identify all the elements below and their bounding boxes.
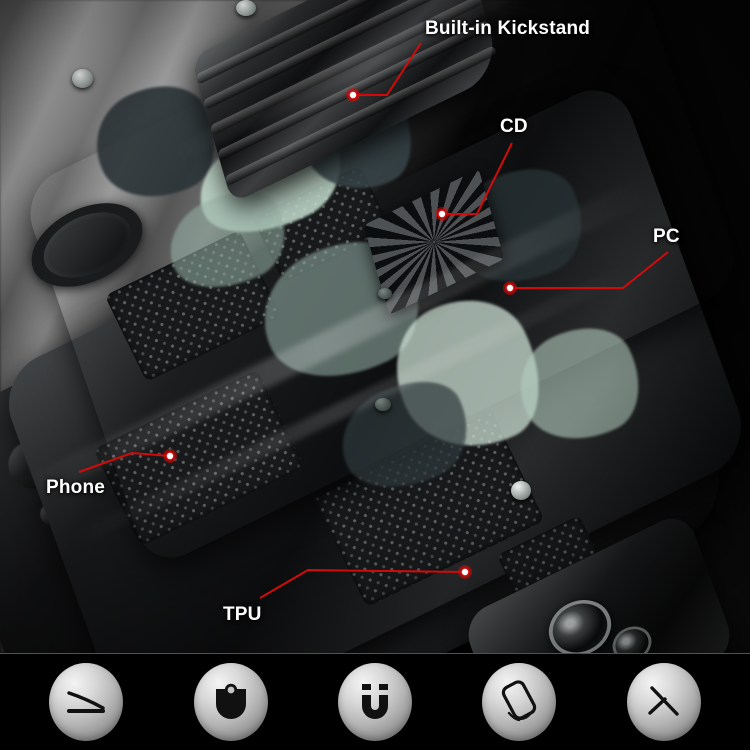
feature-badge-magnetic-mount[interactable] — [337, 663, 412, 741]
curve-over-line-icon — [64, 682, 108, 722]
magnet-icon — [355, 681, 395, 723]
crossed-stand-icon — [643, 681, 685, 723]
callout-label-phone: Phone — [46, 477, 106, 498]
callout-label-kickstand: Built-in Kickstand — [425, 18, 591, 39]
shield-pocket-icon — [211, 681, 251, 723]
screw — [511, 481, 531, 500]
screw — [72, 69, 93, 88]
tilted-phone-icon — [497, 680, 541, 724]
product-photo: Built-in Kickstand CD PC Phone TPU — [0, 0, 750, 653]
callout-label-cd: CD — [500, 116, 528, 137]
feature-icon-bar — [0, 654, 750, 750]
feature-badge-shock-absorbing[interactable] — [49, 663, 124, 741]
callout-label-tpu: TPU — [223, 604, 262, 625]
feature-badge-kickstand-support[interactable] — [626, 663, 701, 741]
screw — [236, 0, 256, 16]
callout-label-pc: PC — [653, 226, 680, 247]
screw — [375, 398, 391, 411]
feature-badge-protective-shield[interactable] — [193, 663, 268, 741]
screw — [378, 288, 392, 299]
section-divider — [0, 653, 750, 654]
feature-badge-anti-drop-phone[interactable] — [482, 663, 557, 741]
